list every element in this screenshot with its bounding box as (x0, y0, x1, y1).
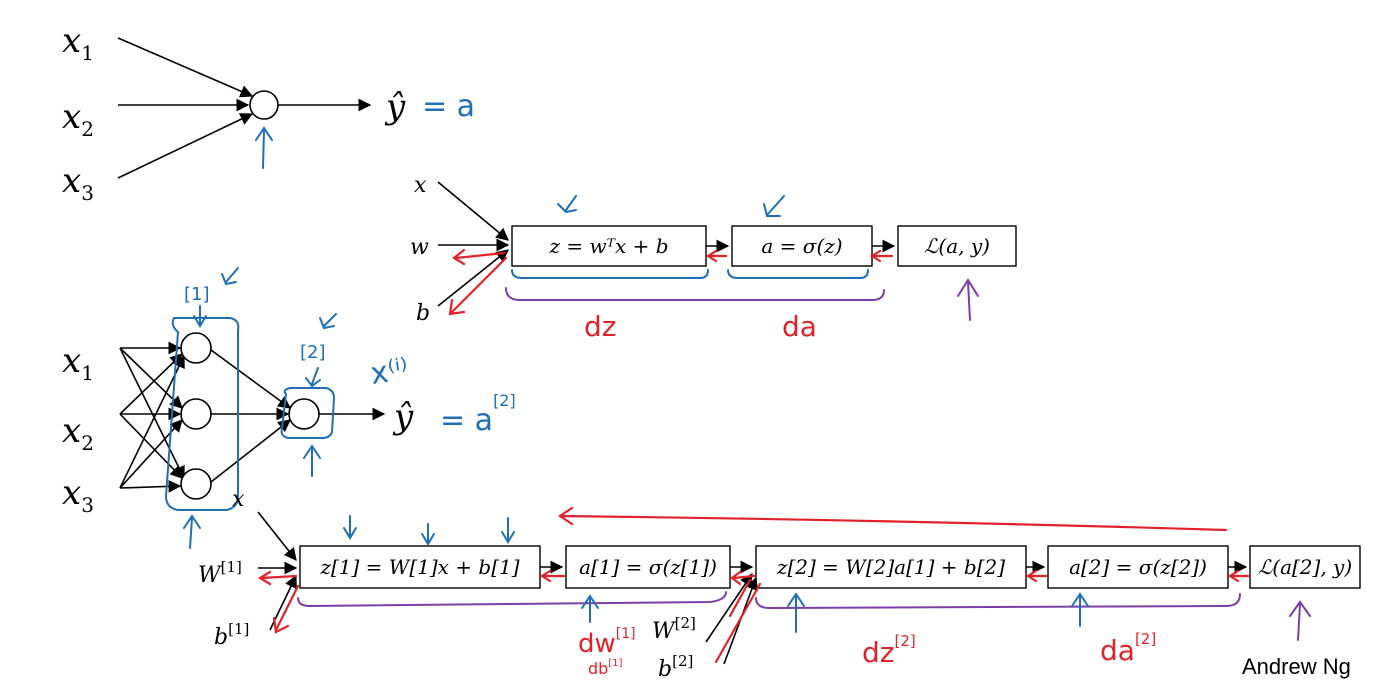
nn-graph: x W[1] b[1] z[1] = W[1]x + b[1] a[1] = σ… (198, 487, 1361, 682)
logistic-back-arrow-w-icon (452, 248, 506, 266)
nn-loss-arrow-icon (1289, 600, 1311, 641)
top-neuron-arrow-icon (255, 126, 273, 169)
nn-layer1-note-arrow-icon (221, 267, 239, 286)
logistic-box-loss (897, 225, 1017, 267)
nn-layer1-up-arrow-icon (183, 514, 201, 549)
nn-hidden-neuron-2 (180, 398, 212, 430)
nn-hidden-neuron-3 (180, 468, 212, 500)
nn-box-a2-label: a[2] = σ(z[2]) (1069, 555, 1207, 579)
logistic-input-b: b (416, 301, 430, 326)
nn-graph-input-w2: W[2] (652, 614, 696, 644)
nn-graph-edge-x (257, 511, 297, 562)
nn-forward-arrow-3-icon (501, 517, 515, 544)
logistic-forward-arrow-z-icon (557, 195, 577, 214)
logistic-brace-a (727, 269, 869, 279)
logistic-box-z-label: z = wᵀx + b (548, 234, 668, 258)
nn-graph-input-b1: b[1] (214, 620, 249, 650)
nn-layer1-down-arrow-icon (193, 305, 207, 328)
nn-back-arrow-w2-icon (714, 578, 762, 664)
top-output-yhat: ŷ (384, 87, 406, 127)
nn-back-arrow-a1-icon (539, 569, 566, 583)
logistic-box-loss-label: ℒ(a, y) (924, 234, 990, 258)
top-network: x1 x2 x3 ŷ = a (62, 21, 475, 205)
nn-forward-arrow-2-icon (421, 523, 435, 546)
nn-graph-input-w1: W[1] (198, 558, 242, 588)
nn-backprop-long-arrow-icon (558, 506, 1228, 532)
nn-output-neuron (288, 398, 320, 430)
logistic-loss-arrow-icon (957, 278, 979, 321)
nn-back-arrow-z2-icon (730, 570, 756, 586)
logistic-grad-da: da (782, 310, 817, 343)
logistic-purple-brace (505, 287, 885, 301)
author-credit: Andrew Ng (1242, 654, 1351, 679)
top-edge-1 (117, 37, 254, 98)
logistic-brace-z (511, 269, 709, 279)
logistic-box-a-label: a = σ(z) (761, 234, 842, 258)
logistic-edge-b (437, 249, 509, 307)
logistic-grad-dz: dz (584, 310, 616, 343)
nn-hidden-neuron-1 (180, 332, 212, 364)
nn-output-yhat: ŷ (392, 397, 414, 437)
nn-sample-note: x⁽ⁱ⁾ (368, 352, 410, 392)
nn-grad-db1: db[1] (588, 658, 623, 678)
nn-box-z1-label: z[1] = W[1]x + b[1] (319, 555, 519, 579)
nn-back-arrow-a2-icon (1025, 569, 1048, 583)
nn-purple-brace-layer2 (755, 593, 1241, 610)
nn-box-loss (1249, 545, 1361, 589)
top-input-x3: x3 (62, 161, 94, 205)
nn-box-z2-label: z[2] = W[2]a[1] + b[2] (776, 555, 1005, 579)
nn-layer2-note-arrow-icon (319, 313, 337, 330)
top-edge-3 (117, 113, 254, 179)
nn-layer2-down-arrow-icon (305, 367, 321, 388)
nn-back-arrow-w1-icon (257, 570, 298, 586)
nn-box-a1 (565, 545, 731, 589)
two-layer-network: x1 x2 x3 ŷ = a[2] [1] (62, 267, 516, 549)
logistic-back-arrow-b-icon (448, 256, 508, 316)
nn-output-a: = a[2] (440, 391, 516, 438)
top-neuron (249, 90, 279, 120)
nn-back-arrow-loss-icon (1227, 569, 1250, 583)
nn-up-arrow-a2-icon (1071, 592, 1089, 627)
nn-purple-brace-layer1 (297, 591, 727, 608)
nn-back-arrow-b1-icon (272, 584, 300, 634)
nn-up-arrow-a1-icon (581, 594, 599, 623)
nn-box-a2 (1047, 545, 1229, 589)
nn-input-x3: x3 (62, 473, 94, 517)
nn-layer2-outline (280, 387, 336, 439)
nn-layer2-edges (210, 349, 292, 483)
nn-box-loss-label: ℒ(a[2], y) (1258, 555, 1352, 579)
logistic-forward-arrow-a-icon (763, 195, 785, 217)
logistic-box-z (511, 225, 707, 267)
nn-layer2-note: [2] (300, 342, 326, 363)
top-input-x2: x2 (62, 97, 94, 141)
top-input-x1: x1 (62, 21, 94, 65)
nn-input-x2: x2 (62, 411, 94, 455)
nn-box-a1-label: a[1] = σ(z[1]) (579, 555, 717, 579)
logistic-edge-x (437, 181, 509, 241)
nn-forward-arrow-1-icon (343, 515, 357, 540)
logistic-input-x: x (414, 173, 427, 198)
nn-grad-dw1: dw[1] (578, 626, 636, 659)
nn-grad-da2: da[2] (1100, 630, 1156, 667)
nn-layer1-note: [1] (184, 284, 210, 305)
nn-output-up-arrow-icon (303, 444, 321, 477)
nn-layer1-outline (164, 317, 240, 511)
nn-graph-edge-w2 (705, 572, 753, 643)
nn-graph-input-b2: b[2] (658, 652, 693, 682)
logistic-back-arrow-a-icon (705, 249, 728, 263)
logistic-back-arrow-loss-icon (869, 249, 894, 263)
top-output-a: = a (422, 89, 475, 124)
nn-grad-dz2: dz[2] (862, 632, 916, 669)
nn-input-x1: x1 (62, 341, 94, 385)
logistic-graph: x w b z = wᵀx + b a = σ(z) ℒ(a, y) dz da (410, 173, 1017, 343)
nn-up-arrow-z2-icon (787, 592, 805, 633)
nn-graph-input-x: x (232, 487, 245, 512)
logistic-input-w: w (410, 235, 429, 260)
